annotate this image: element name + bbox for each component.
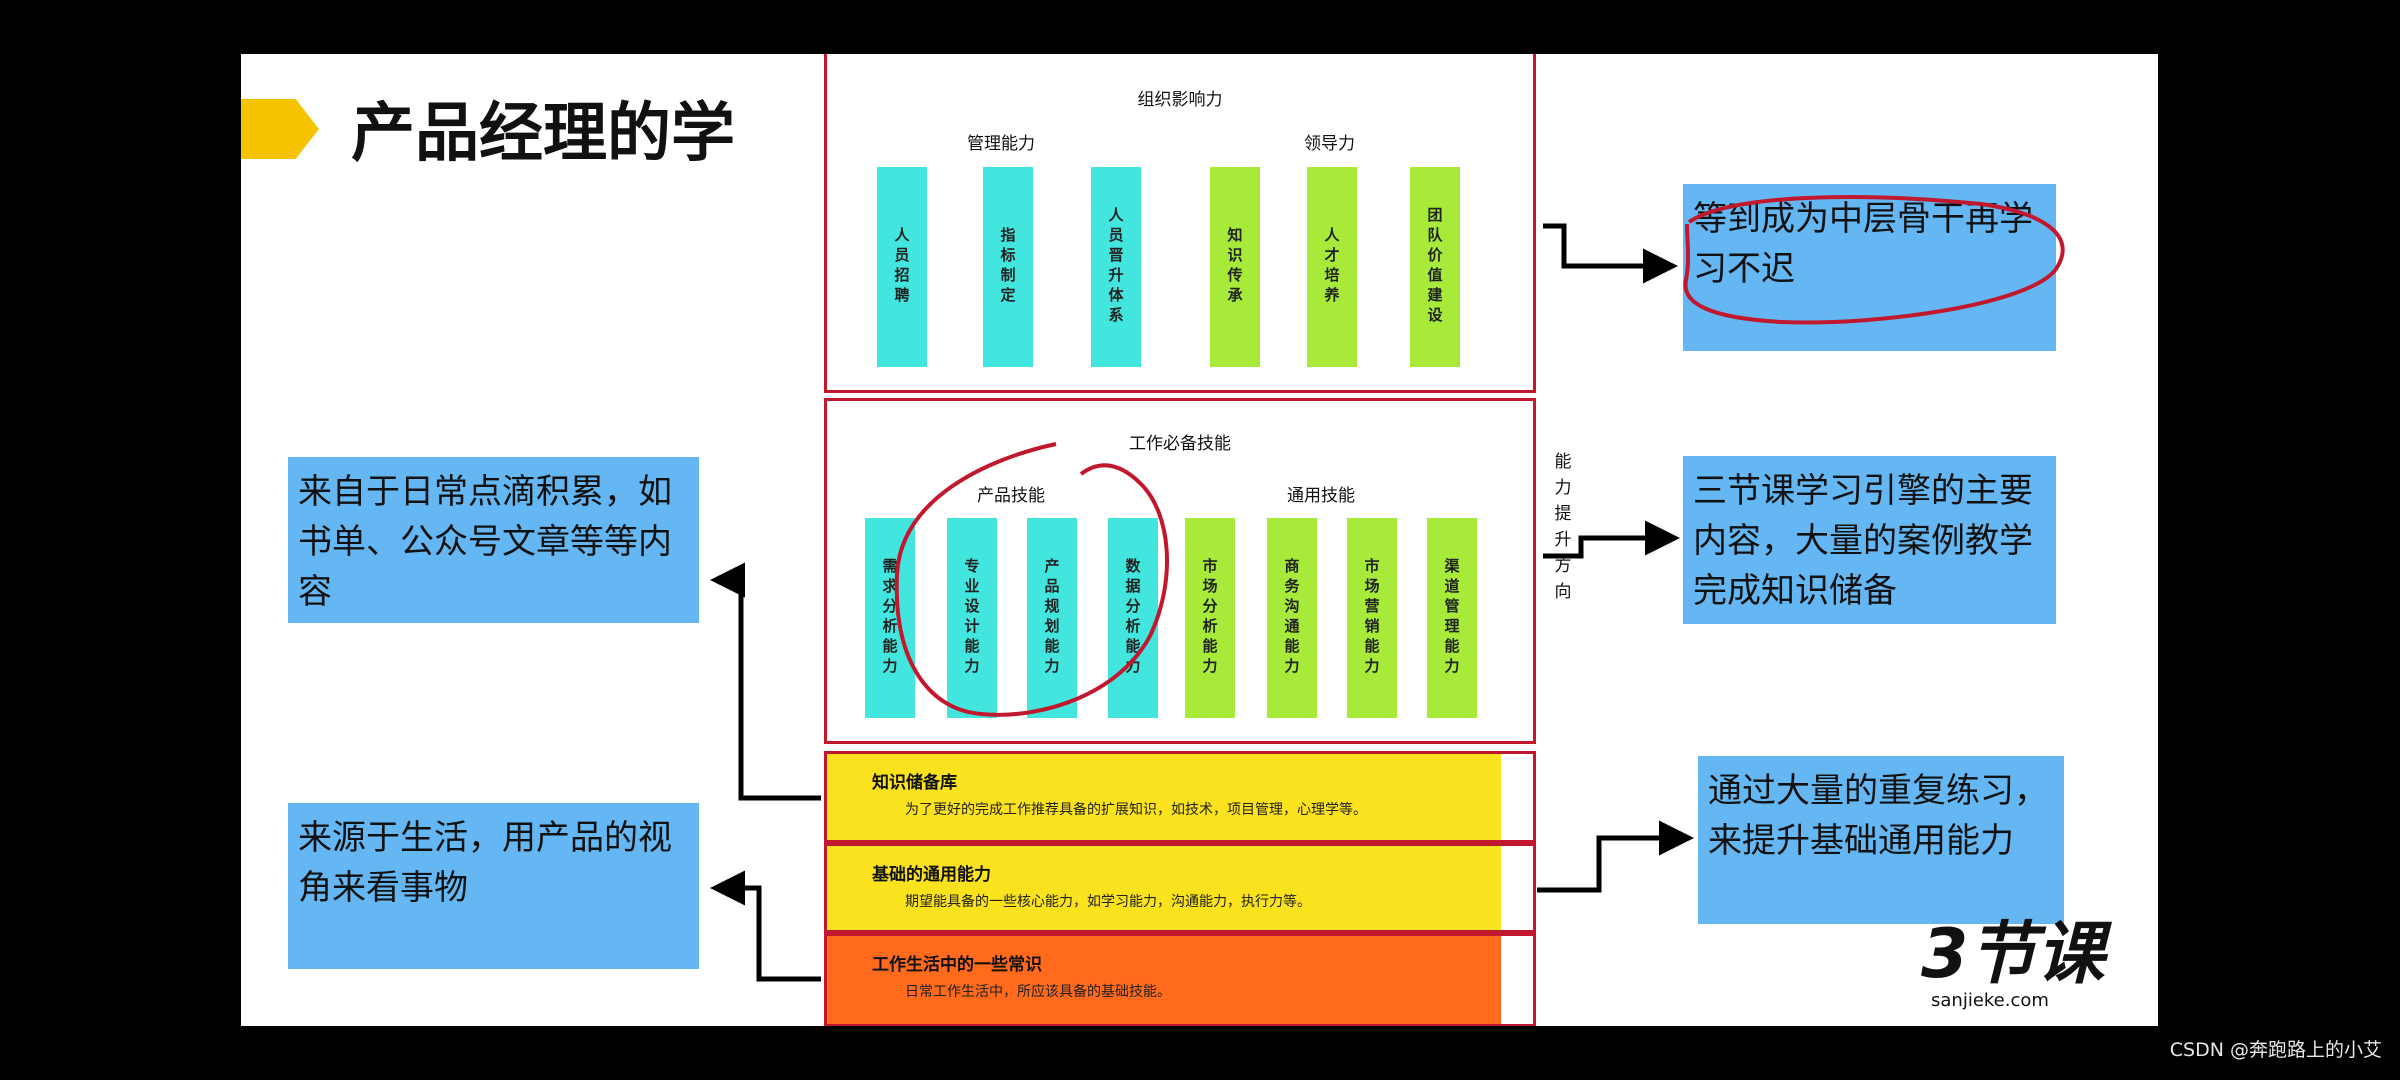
callout-top-left: 来自于日常点滴积累，如书单、公众号文章等等内容 <box>288 457 699 623</box>
pillar-talent-development: 人才培养 <box>1307 167 1357 367</box>
pillar-channel-management: 渠道管理能力 <box>1427 518 1477 718</box>
arrow-bottom-left <box>710 870 821 982</box>
common-band-desc: 日常工作生活中，所应该具备的基础技能。 <box>905 984 1171 1000</box>
annotation-circle-callout <box>1683 195 2065 325</box>
general-ability-band: 基础的通用能力 期望能具备的一些核心能力，如学习能力，沟通能力，执行力等。 <box>824 843 1536 933</box>
callout-bottom-left: 来源于生活，用产品的视角来看事物 <box>288 803 699 969</box>
pillar-recruiting: 人员招聘 <box>877 167 927 367</box>
annotation-circle-product-skills <box>894 442 1169 717</box>
work-skills-panel: 工作必备技能 产品技能 通用技能 需求分析能力 专业设计能力 产品规划能力 数据… <box>824 398 1536 744</box>
watermark: CSDN @奔跑路上的小艾 <box>2169 1039 2382 1061</box>
brand-url: sanjieke.com <box>1931 990 2049 1011</box>
org-panel-title: 组织影响力 <box>1137 90 1223 110</box>
management-group-title: 管理能力 <box>967 134 1035 154</box>
brand: 3节课 sanjieke.com <box>1921 915 2105 1012</box>
pillar-product-planning: 产品规划能力 <box>1027 518 1077 718</box>
pillar-business-communication: 商务沟通能力 <box>1267 518 1317 718</box>
pillar-data-analysis: 数据分析能力 <box>1108 518 1158 718</box>
leadership-group-title: 领导力 <box>1304 134 1355 154</box>
general-skills-title: 通用技能 <box>1287 486 1355 506</box>
pillar-knowledge-transfer: 知识传承 <box>1210 167 1260 367</box>
annotation-overlay <box>710 195 2065 982</box>
pillar-professional-design: 专业设计能力 <box>947 518 997 718</box>
slide: 产品经理的学 组织影响力 管理能力 领导力 人员招聘 指标制定 人员晋升体系 知… <box>241 54 2158 1026</box>
pillar-requirements-analysis: 需求分析能力 <box>865 518 915 718</box>
product-skills-title: 产品技能 <box>977 486 1045 506</box>
pillar-marketing: 市场营销能力 <box>1347 518 1397 718</box>
brand-logo: 3节课 <box>1921 915 2105 994</box>
knowledge-band-title: 知识储备库 <box>872 773 957 793</box>
work-panel-title: 工作必备技能 <box>1129 434 1231 454</box>
knowledge-band-desc: 为了更好的完成工作推荐具备的扩展知识，如技术，项目管理，心理学等。 <box>905 802 1367 818</box>
pillar-metrics: 指标制定 <box>983 167 1033 367</box>
ability-direction-label: 能力提升方向 <box>1554 452 1572 602</box>
pillar-promotion-system: 人员晋升体系 <box>1091 167 1141 367</box>
callout-bottom-right: 通过大量的重复练习，来提升基础通用能力 <box>1698 756 2064 924</box>
general-band-desc: 期望能具备的一些核心能力，如学习能力，沟通能力，执行力等。 <box>905 894 1311 910</box>
knowledge-reserve-band: 知识储备库 为了更好的完成工作推荐具备的扩展知识，如技术，项目管理，心理学等。 <box>824 751 1536 843</box>
general-band-title: 基础的通用能力 <box>872 865 991 885</box>
callout-mid-right: 三节课学习引擎的主要内容，大量的案例教学完成知识储备 <box>1683 456 2056 624</box>
slide-title: 产品经理的学 <box>351 97 735 171</box>
callout-top-right: 等到成为中层骨干再学习不迟 <box>1683 184 2056 351</box>
pillar-team-values: 团队价值建设 <box>1410 167 1460 367</box>
arrow-bottom-right <box>1537 820 1694 893</box>
arrow-top-left <box>710 562 821 801</box>
org-influence-panel: 组织影响力 管理能力 领导力 人员招聘 指标制定 人员晋升体系 知识传承 人才培… <box>824 54 1536 393</box>
common-band-title: 工作生活中的一些常识 <box>872 955 1042 975</box>
common-sense-band: 工作生活中的一些常识 日常工作生活中，所应该具备的基础技能。 <box>824 933 1536 1026</box>
pillar-market-analysis: 市场分析能力 <box>1185 518 1235 718</box>
arrow-mid-right <box>1543 520 1680 559</box>
arrow-top-right <box>1543 223 1678 284</box>
